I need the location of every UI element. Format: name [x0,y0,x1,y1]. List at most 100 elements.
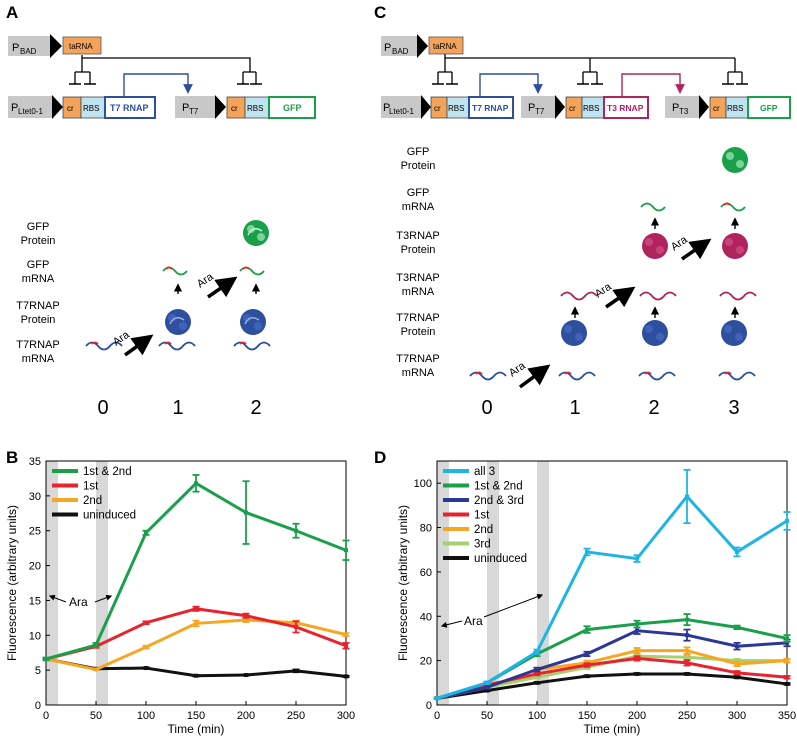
panel-d-ara-label: Ara [464,614,483,628]
rbs-label-c1: RBS [448,104,464,113]
rbs-label-a1: RBS [83,104,99,113]
panel-b-data-point [244,673,248,678]
panel-d-data-point [735,658,739,663]
panel-b-data-point [194,606,198,611]
panel-a-row-label: Protein [21,235,56,247]
panel-d-data-point [485,685,489,690]
panel-b-x-tick-label: 250 [287,710,305,722]
pltet-sub: Ltet0-1 [18,107,43,116]
panel-b-data-point [94,667,98,672]
panel-d-y-tick-label: 20 [420,656,432,668]
panel-c-row-label: mRNA [402,201,435,213]
panel-d-data-point [435,696,439,701]
panel-b-data-point [344,674,348,679]
panel-b-data-point [144,666,148,671]
rbs-label-c3: RBS [727,104,743,113]
panel-d-data-point [785,675,789,680]
panel-d-data-point [535,675,539,680]
panel-d-legend-label: 2nd [474,524,493,536]
panel-b-letter: B [6,448,18,467]
panel-d-ara-arrow [440,620,463,628]
panel-b-y-tick-label: 5 [35,665,41,677]
panel-a-row-label: Protein [21,314,56,326]
pltet-promoter-c [381,96,421,118]
panel-b-data-point [194,673,198,678]
panel-b-data-point [344,643,348,648]
panel-b-data-point [344,548,348,553]
panel-b-data-point [194,481,198,486]
t3rnap-protein-icon [722,233,748,259]
panel-d-data-point [785,636,789,641]
panel-c-row-label: T7RNAP [396,312,439,324]
panel-d-data-point [685,660,689,665]
tarna-label: taRNA [69,42,93,51]
panel-d-y-tick-label: 40 [420,611,432,623]
panel-b-ara-arrow [48,594,67,603]
pbad-sub: BAD [20,47,37,56]
t7rnap-protein-icon [165,309,191,335]
rbs-label-c2: RBS [583,104,599,113]
panel-c-stage-label: 3 [728,397,739,419]
panel-c-row-label: GFP [407,146,430,158]
panel-b-y-tick-label: 15 [29,595,41,607]
panel-d-data-point [585,627,589,632]
panel-d-y-tick-label: 100 [414,478,432,490]
panel-d-data-point [685,617,689,622]
cr-label-a2: cr [231,104,238,113]
panel-b-data-point [144,620,148,625]
panel-d-data-point [585,663,589,668]
panel-d-letter: D [374,448,386,467]
panel-d-series-line [436,494,788,700]
t3rnap-gene-c: T3 RNAP [607,103,644,113]
tarna-box [62,36,102,55]
panel-a: A P BAD taRNA P Ltet0-1 cr RBS T7 RNAP [6,3,316,419]
pltet-label: P [11,102,18,114]
panel-d-x-tick-label: 100 [528,710,546,722]
panel-c-row-label: T7RNAP [396,353,439,365]
panel-d-data-point [635,628,639,633]
panel-c-molecules: Ara Ara Ara [469,147,757,389]
panel-d-data-point [485,680,489,685]
t7rnap-gene-c: T7 RNAP [472,103,509,113]
panel-d-x-tick-label: 350 [778,710,796,722]
ara-label-c3: Ara [669,233,691,253]
panel-d-data-point [685,494,689,499]
panel-b-data-point [294,668,298,673]
panel-b-y-tick-label: 0 [35,700,41,712]
pt3-promoter-c [665,96,699,118]
panel-b-y-tick-label: 10 [29,630,41,642]
panel-b-data-point [194,621,198,626]
panel-d-data-point [735,549,739,554]
panel-c-stage-label: 1 [569,397,580,419]
panel-a-row-label: GFP [27,221,50,233]
panel-b-ara-arrow [94,594,113,603]
panel-b-legend-label: 2nd [83,495,102,507]
panel-c: C P BAD taRNA P Ltet0-1 cr RBS T7 RNAP P… [374,3,791,419]
panel-b-data-point [244,510,248,515]
panel-c-row-label: Protein [401,326,436,338]
panel-a-stage-label: 2 [250,397,261,419]
gfp-gene-c: GFP [760,103,778,113]
pbad-promoter-c [381,36,417,56]
panel-c-row-label: mRNA [402,286,435,298]
panel-b-x-tick-label: 0 [43,710,49,722]
panel-c-row-label: Protein [401,244,436,256]
panel-d-axes-frame [436,460,788,706]
t7rnap-protein-icon [240,309,266,335]
panel-b-data-point [294,624,298,629]
cr-label-c1: cr [434,104,441,113]
panel-b-x-tick-label: 300 [337,710,355,722]
panel-b-data-point [144,645,148,650]
panel-d-data-point [735,625,739,630]
ara-label-c2: Ara [593,280,615,300]
panel-b-y-axis-label: Fluorescence (arbitrary units) [5,505,19,661]
panel-d-data-point [535,667,539,672]
panel-a-letter: A [6,3,18,22]
panel-d-data-point [585,549,589,554]
panel-d-induction-band [437,461,449,705]
panel-d-data-point [635,648,639,653]
